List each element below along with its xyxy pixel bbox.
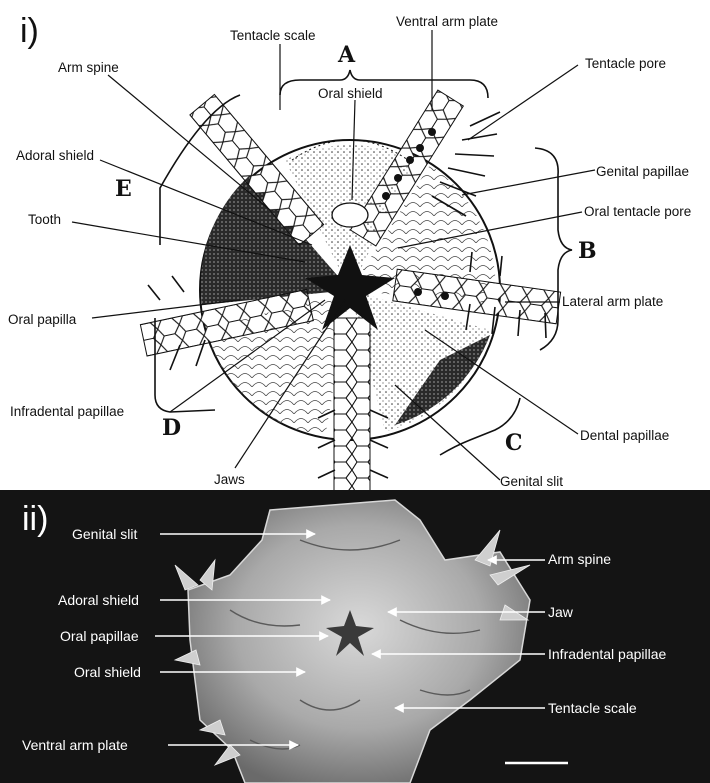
label-ii-arm-spine: Arm spine <box>548 551 611 567</box>
brittle-star-drawing <box>140 90 560 498</box>
label-ii-oral-shield: Oral shield <box>74 664 141 680</box>
label-tooth: Tooth <box>28 212 61 227</box>
section-label-c: C <box>505 430 523 456</box>
label-genital-papillae: Genital papillae <box>596 164 689 179</box>
label-ii-jaw: Jaw <box>548 604 574 620</box>
section-label-d: D <box>162 415 181 441</box>
label-ii-infradental-papillae: Infradental papillae <box>548 646 667 662</box>
label-ii-ventral-arm-plate: Ventral arm plate <box>22 737 128 753</box>
label-oral-shield: Oral shield <box>318 86 383 101</box>
label-ii-adoral-shield: Adoral shield <box>58 592 139 608</box>
section-label-b: B <box>578 238 597 264</box>
label-tentacle-scale: Tentacle scale <box>230 28 316 43</box>
label-dental-papillae: Dental papillae <box>580 428 669 443</box>
section-label-a: A <box>337 42 356 68</box>
arm-bottom <box>334 318 370 498</box>
label-infradental-papillae: Infradental papillae <box>10 404 124 419</box>
label-ii-genital-slit: Genital slit <box>72 526 137 542</box>
label-oral-papilla: Oral papilla <box>8 312 77 327</box>
panel-ii: ii) Genital sl <box>0 490 710 783</box>
label-genital-slit: Genital slit <box>500 474 563 489</box>
label-tentacle-pore: Tentacle pore <box>585 56 666 71</box>
section-label-e: E <box>115 176 132 202</box>
label-ii-oral-papillae: Oral papillae <box>60 628 139 644</box>
oral-shield-plate <box>332 203 368 227</box>
panel-i: i) <box>8 12 691 498</box>
label-ventral-arm-plate: Ventral arm plate <box>396 14 498 29</box>
label-jaws: Jaws <box>214 472 245 487</box>
label-ii-tentacle-scale: Tentacle scale <box>548 700 637 716</box>
panel-ii-label: ii) <box>22 500 48 538</box>
label-arm-spine: Arm spine <box>58 60 119 75</box>
label-lateral-arm-plate: Lateral arm plate <box>562 294 663 309</box>
panel-i-label: i) <box>20 12 39 50</box>
label-adoral-shield: Adoral shield <box>16 148 94 163</box>
label-oral-tentacle-pore: Oral tentacle pore <box>584 204 691 219</box>
